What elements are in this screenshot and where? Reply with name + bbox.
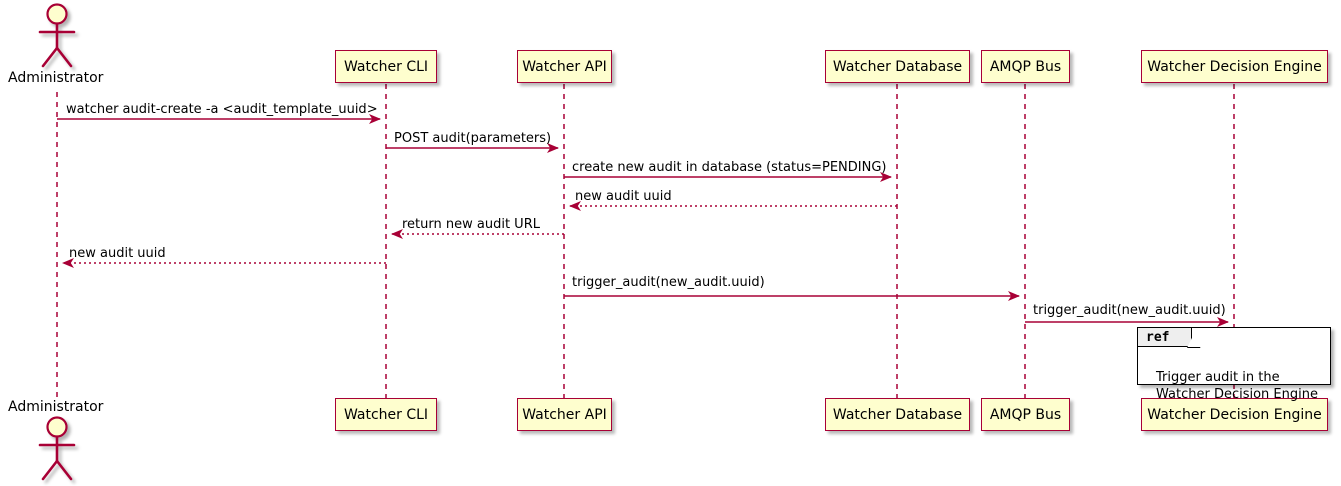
participant-label: AMQP Bus bbox=[989, 58, 1062, 75]
actor-label-administrator-bottom: Administrator bbox=[8, 399, 103, 415]
message-text: trigger_audit(new_audit.uuid) bbox=[1033, 303, 1226, 318]
participant-label: Watcher CLI bbox=[343, 58, 429, 75]
message-text: return new audit URL bbox=[402, 217, 540, 232]
message-text: new audit uuid bbox=[69, 246, 166, 261]
message-text: watcher audit-create -a <audit_template_… bbox=[66, 102, 378, 117]
message-label-5: return new audit URL bbox=[402, 218, 540, 231]
participant-label: Watcher Database bbox=[832, 406, 963, 423]
message-label-3: create new audit in database (status=PEN… bbox=[572, 161, 887, 174]
participant-watcher-cli-bottom[interactable]: Watcher CLI bbox=[335, 398, 437, 431]
participant-label: AMQP Bus bbox=[989, 406, 1062, 423]
message-label-2: POST audit(parameters) bbox=[394, 132, 551, 145]
participant-amqp-bus-top[interactable]: AMQP Bus bbox=[981, 50, 1070, 83]
actor-administrator-bottom-glyph bbox=[38, 416, 76, 481]
participant-label: Watcher API bbox=[522, 58, 607, 75]
participant-watcher-api-bottom[interactable]: Watcher API bbox=[517, 398, 612, 431]
ref-fragment-keyword-tab: ref bbox=[1138, 328, 1193, 347]
participant-label: Watcher Decision Engine bbox=[1147, 58, 1322, 75]
actor-label-administrator-top: Administrator bbox=[8, 70, 103, 86]
message-label-8: trigger_audit(new_audit.uuid) bbox=[1033, 304, 1226, 317]
message-label-1: watcher audit-create -a <audit_template_… bbox=[66, 103, 378, 116]
lifelines bbox=[56, 84, 1235, 400]
message-text: new audit uuid bbox=[575, 189, 672, 204]
participant-watcher-database-top[interactable]: Watcher Database bbox=[825, 50, 970, 83]
ref-fragment[interactable]: ref Trigger audit in the Watcher Decisio… bbox=[1137, 327, 1331, 402]
participant-label: Watcher API bbox=[522, 406, 607, 423]
participant-label: Watcher CLI bbox=[343, 406, 429, 423]
ref-body-text: Trigger audit in the Watcher Decision En… bbox=[1156, 370, 1318, 402]
participant-watcher-api-top[interactable]: Watcher API bbox=[517, 50, 612, 83]
message-text: POST audit(parameters) bbox=[394, 131, 552, 146]
message-label-7: trigger_audit(new_audit.uuid) bbox=[572, 276, 765, 289]
ref-fragment-body: Trigger audit in the Watcher Decision En… bbox=[1156, 352, 1318, 403]
actor-name: Administrator bbox=[8, 70, 104, 86]
participant-watcher-database-bottom[interactable]: Watcher Database bbox=[825, 398, 970, 431]
participant-label: Watcher Decision Engine bbox=[1147, 406, 1322, 423]
actor-name: Administrator bbox=[8, 399, 104, 415]
ref-keyword: ref bbox=[1146, 329, 1170, 345]
participant-watcher-decision-engine-bottom[interactable]: Watcher Decision Engine bbox=[1141, 398, 1328, 431]
message-label-6: new audit uuid bbox=[69, 247, 166, 260]
message-arrows bbox=[57, 114, 1229, 327]
message-text: trigger_audit(new_audit.uuid) bbox=[572, 275, 765, 290]
participant-watcher-decision-engine-top[interactable]: Watcher Decision Engine bbox=[1141, 50, 1328, 83]
message-label-4: new audit uuid bbox=[575, 190, 672, 203]
participant-label: Watcher Database bbox=[832, 58, 963, 75]
actor-administrator-top-glyph bbox=[38, 3, 76, 68]
message-text: create new audit in database (status=PEN… bbox=[572, 160, 887, 175]
participant-watcher-cli-top[interactable]: Watcher CLI bbox=[335, 50, 437, 83]
participant-amqp-bus-bottom[interactable]: AMQP Bus bbox=[981, 398, 1070, 431]
